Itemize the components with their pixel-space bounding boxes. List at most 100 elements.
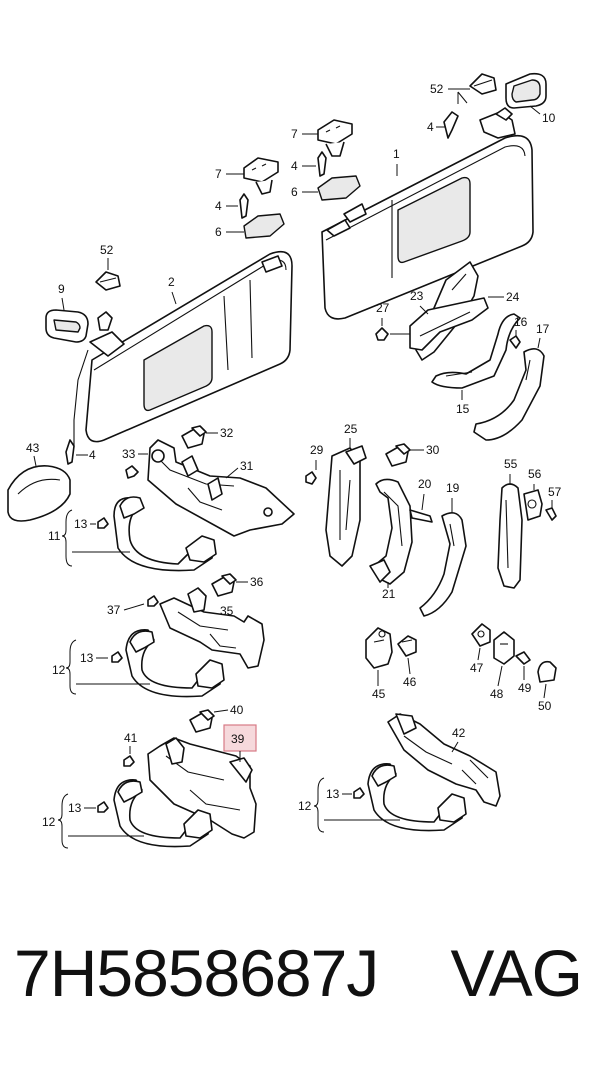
screw-4-top bbox=[443, 111, 459, 139]
label-32: 32 bbox=[220, 426, 234, 440]
clip-56 bbox=[523, 489, 543, 521]
label-4c: 4 bbox=[215, 199, 222, 213]
label-11: 11 bbox=[48, 529, 61, 543]
label-13-g12a: 13 bbox=[80, 651, 94, 665]
part-number: 7H5858687J bbox=[14, 936, 379, 1010]
label-7-upper: 7 bbox=[291, 127, 298, 141]
label-39: 39 bbox=[231, 732, 245, 746]
screw-49 bbox=[515, 651, 531, 665]
bracket-35 bbox=[159, 587, 265, 669]
pin-9 bbox=[97, 311, 113, 331]
sun-visor-left bbox=[73, 250, 293, 446]
screw-37 bbox=[147, 595, 159, 607]
label-29: 29 bbox=[310, 443, 324, 457]
clip-52-top bbox=[469, 73, 497, 95]
label-45: 45 bbox=[372, 687, 386, 701]
label-2: 2 bbox=[168, 275, 175, 289]
label-4d: 4 bbox=[89, 448, 96, 462]
label-13-g12c: 13 bbox=[326, 787, 340, 801]
label-52-top: 52 bbox=[430, 82, 444, 96]
label-13-g11: 13 bbox=[74, 517, 88, 531]
bracket-9 bbox=[45, 309, 89, 343]
bracket-10 bbox=[505, 72, 547, 109]
label-50: 50 bbox=[538, 699, 552, 713]
label-10: 10 bbox=[542, 111, 556, 125]
footer: 7H5858687J VAG bbox=[0, 935, 600, 1035]
screw-33 bbox=[125, 465, 139, 479]
label-16: 16 bbox=[514, 315, 528, 329]
label-17: 17 bbox=[536, 322, 550, 336]
cap-50 bbox=[537, 660, 557, 683]
mount-7-upper bbox=[317, 119, 353, 157]
bolt-40 bbox=[189, 709, 215, 733]
label-1: 1 bbox=[393, 147, 400, 161]
label-40: 40 bbox=[230, 703, 244, 717]
label-4b: 4 bbox=[291, 159, 298, 173]
screw-4-upper bbox=[317, 151, 327, 177]
label-52-left: 52 bbox=[100, 243, 114, 257]
label-33: 33 bbox=[122, 447, 136, 461]
bolt-32 bbox=[181, 425, 207, 449]
label-12-lower-right: 12 bbox=[298, 799, 312, 813]
trim-19 bbox=[419, 512, 467, 617]
label-19: 19 bbox=[446, 481, 460, 495]
label-12-upper: 12 bbox=[52, 663, 66, 677]
bracket-39 bbox=[147, 737, 257, 839]
label-13-g12b: 13 bbox=[68, 801, 82, 815]
sun-visor-right bbox=[321, 107, 534, 320]
bolt-30 bbox=[385, 443, 411, 467]
label-30: 30 bbox=[426, 443, 440, 457]
screw-27 bbox=[375, 327, 389, 341]
screw-4-middle bbox=[239, 193, 249, 219]
grab-handle-11 bbox=[113, 496, 217, 572]
label-7-middle: 7 bbox=[215, 167, 222, 181]
cover-6-middle bbox=[243, 213, 285, 239]
label-47: 47 bbox=[470, 661, 484, 675]
handle-15 bbox=[431, 313, 521, 389]
screw-13-g12b bbox=[97, 801, 109, 813]
label-12-lower-left: 12 bbox=[42, 815, 56, 829]
cover-6-upper bbox=[317, 175, 361, 201]
label-41: 41 bbox=[124, 731, 138, 745]
screw-20 bbox=[409, 509, 433, 523]
label-42: 42 bbox=[452, 726, 466, 740]
label-37: 37 bbox=[107, 603, 121, 617]
label-49: 49 bbox=[518, 681, 532, 695]
highlight-box-39 bbox=[223, 724, 257, 752]
label-23: 23 bbox=[410, 289, 424, 303]
label-56: 56 bbox=[528, 467, 542, 481]
grab-handle-21 bbox=[369, 478, 413, 585]
label-24: 24 bbox=[506, 290, 520, 304]
label-46: 46 bbox=[403, 675, 417, 689]
bolt-36 bbox=[211, 573, 237, 597]
label-35: 35 bbox=[220, 604, 234, 618]
screw-13-g12a bbox=[111, 651, 123, 663]
label-15: 15 bbox=[456, 402, 470, 416]
screw-16 bbox=[509, 335, 521, 349]
plug-46 bbox=[397, 635, 417, 657]
label-6b: 6 bbox=[215, 225, 222, 239]
label-48: 48 bbox=[490, 687, 504, 701]
label-43: 43 bbox=[26, 441, 40, 455]
label-21: 21 bbox=[382, 587, 396, 601]
grab-handle-12-right bbox=[367, 763, 467, 832]
label-31: 31 bbox=[240, 459, 254, 473]
clip-52-left bbox=[95, 271, 121, 291]
screw-29 bbox=[305, 471, 317, 485]
label-6a: 6 bbox=[291, 185, 298, 199]
label-25: 25 bbox=[344, 422, 358, 436]
brand-label: VAG bbox=[450, 936, 583, 1010]
grab-handle-12-lower bbox=[113, 779, 213, 848]
bracket-42 bbox=[387, 713, 501, 807]
screw-4-left bbox=[65, 439, 75, 465]
trim-55 bbox=[497, 483, 523, 589]
bracket-23 bbox=[409, 297, 489, 351]
screw-57 bbox=[545, 507, 557, 521]
clip-47 bbox=[471, 623, 491, 647]
label-9: 9 bbox=[58, 282, 65, 296]
label-36: 36 bbox=[250, 575, 264, 589]
clip-45 bbox=[365, 627, 393, 669]
screw-41 bbox=[123, 755, 135, 767]
trim-17 bbox=[473, 348, 545, 441]
bracket-25 bbox=[325, 445, 367, 567]
